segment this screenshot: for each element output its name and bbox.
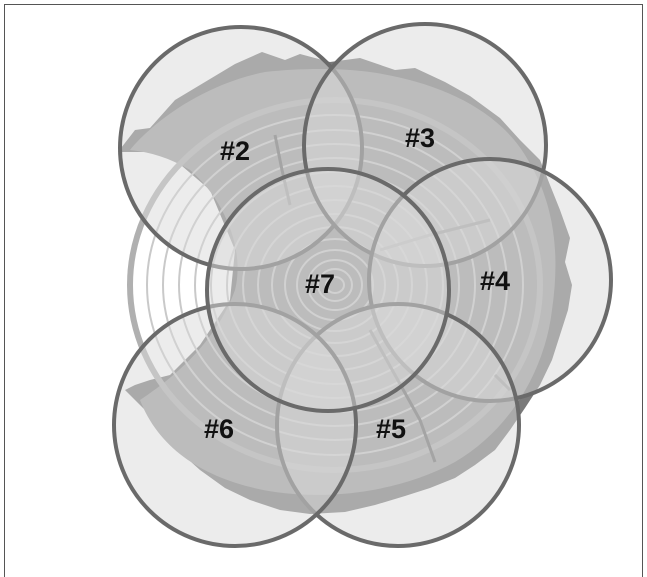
label-4: #4 <box>480 266 510 296</box>
label-6: #6 <box>204 414 234 444</box>
label-3: #3 <box>405 123 435 153</box>
sample-circles <box>114 24 611 546</box>
label-2: #2 <box>220 136 250 166</box>
label-5: #5 <box>376 414 406 444</box>
label-7: #7 <box>305 269 335 299</box>
